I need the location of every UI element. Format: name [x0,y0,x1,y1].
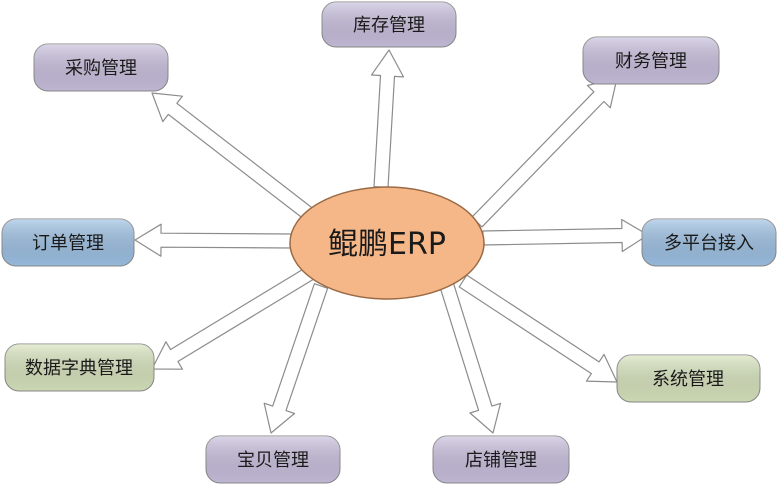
arrow-to-store [439,283,502,434]
module-purchase[interactable]: 采购管理 [33,43,169,92]
module-store[interactable]: 店铺管理 [432,435,570,484]
module-label: 店铺管理 [465,450,537,471]
module-label: 订单管理 [32,233,104,254]
module-label: 库存管理 [353,15,425,36]
module-label: 采购管理 [65,58,137,79]
arrow-to-purchase [151,92,315,222]
arrow-to-multiplatform [482,218,649,253]
arrow-to-order [134,223,293,257]
arrow-to-dictionary [151,265,317,370]
module-items[interactable]: 宝贝管理 [205,435,341,484]
module-dictionary[interactable]: 数据字典管理 [4,343,155,392]
module-finance[interactable]: 财务管理 [582,36,720,85]
module-label: 多平台接入 [664,233,754,254]
arrow-to-inventory [370,49,405,188]
module-inventory[interactable]: 库存管理 [321,1,457,48]
arrow-to-system [458,274,618,383]
module-label: 财务管理 [615,51,687,72]
module-label: 数据字典管理 [25,358,133,379]
arrows-layer [134,49,649,434]
module-order[interactable]: 订单管理 [1,218,135,267]
module-system[interactable]: 系统管理 [616,354,761,403]
arrow-to-finance [471,77,618,228]
center-node[interactable]: 鲲鹏ERP [289,186,485,300]
center-label: 鲲鹏ERP [328,227,446,262]
arrow-to-items [263,283,329,434]
module-label: 系统管理 [652,369,724,390]
module-label: 宝贝管理 [237,450,309,471]
module-multiplatform[interactable]: 多平台接入 [641,218,777,267]
